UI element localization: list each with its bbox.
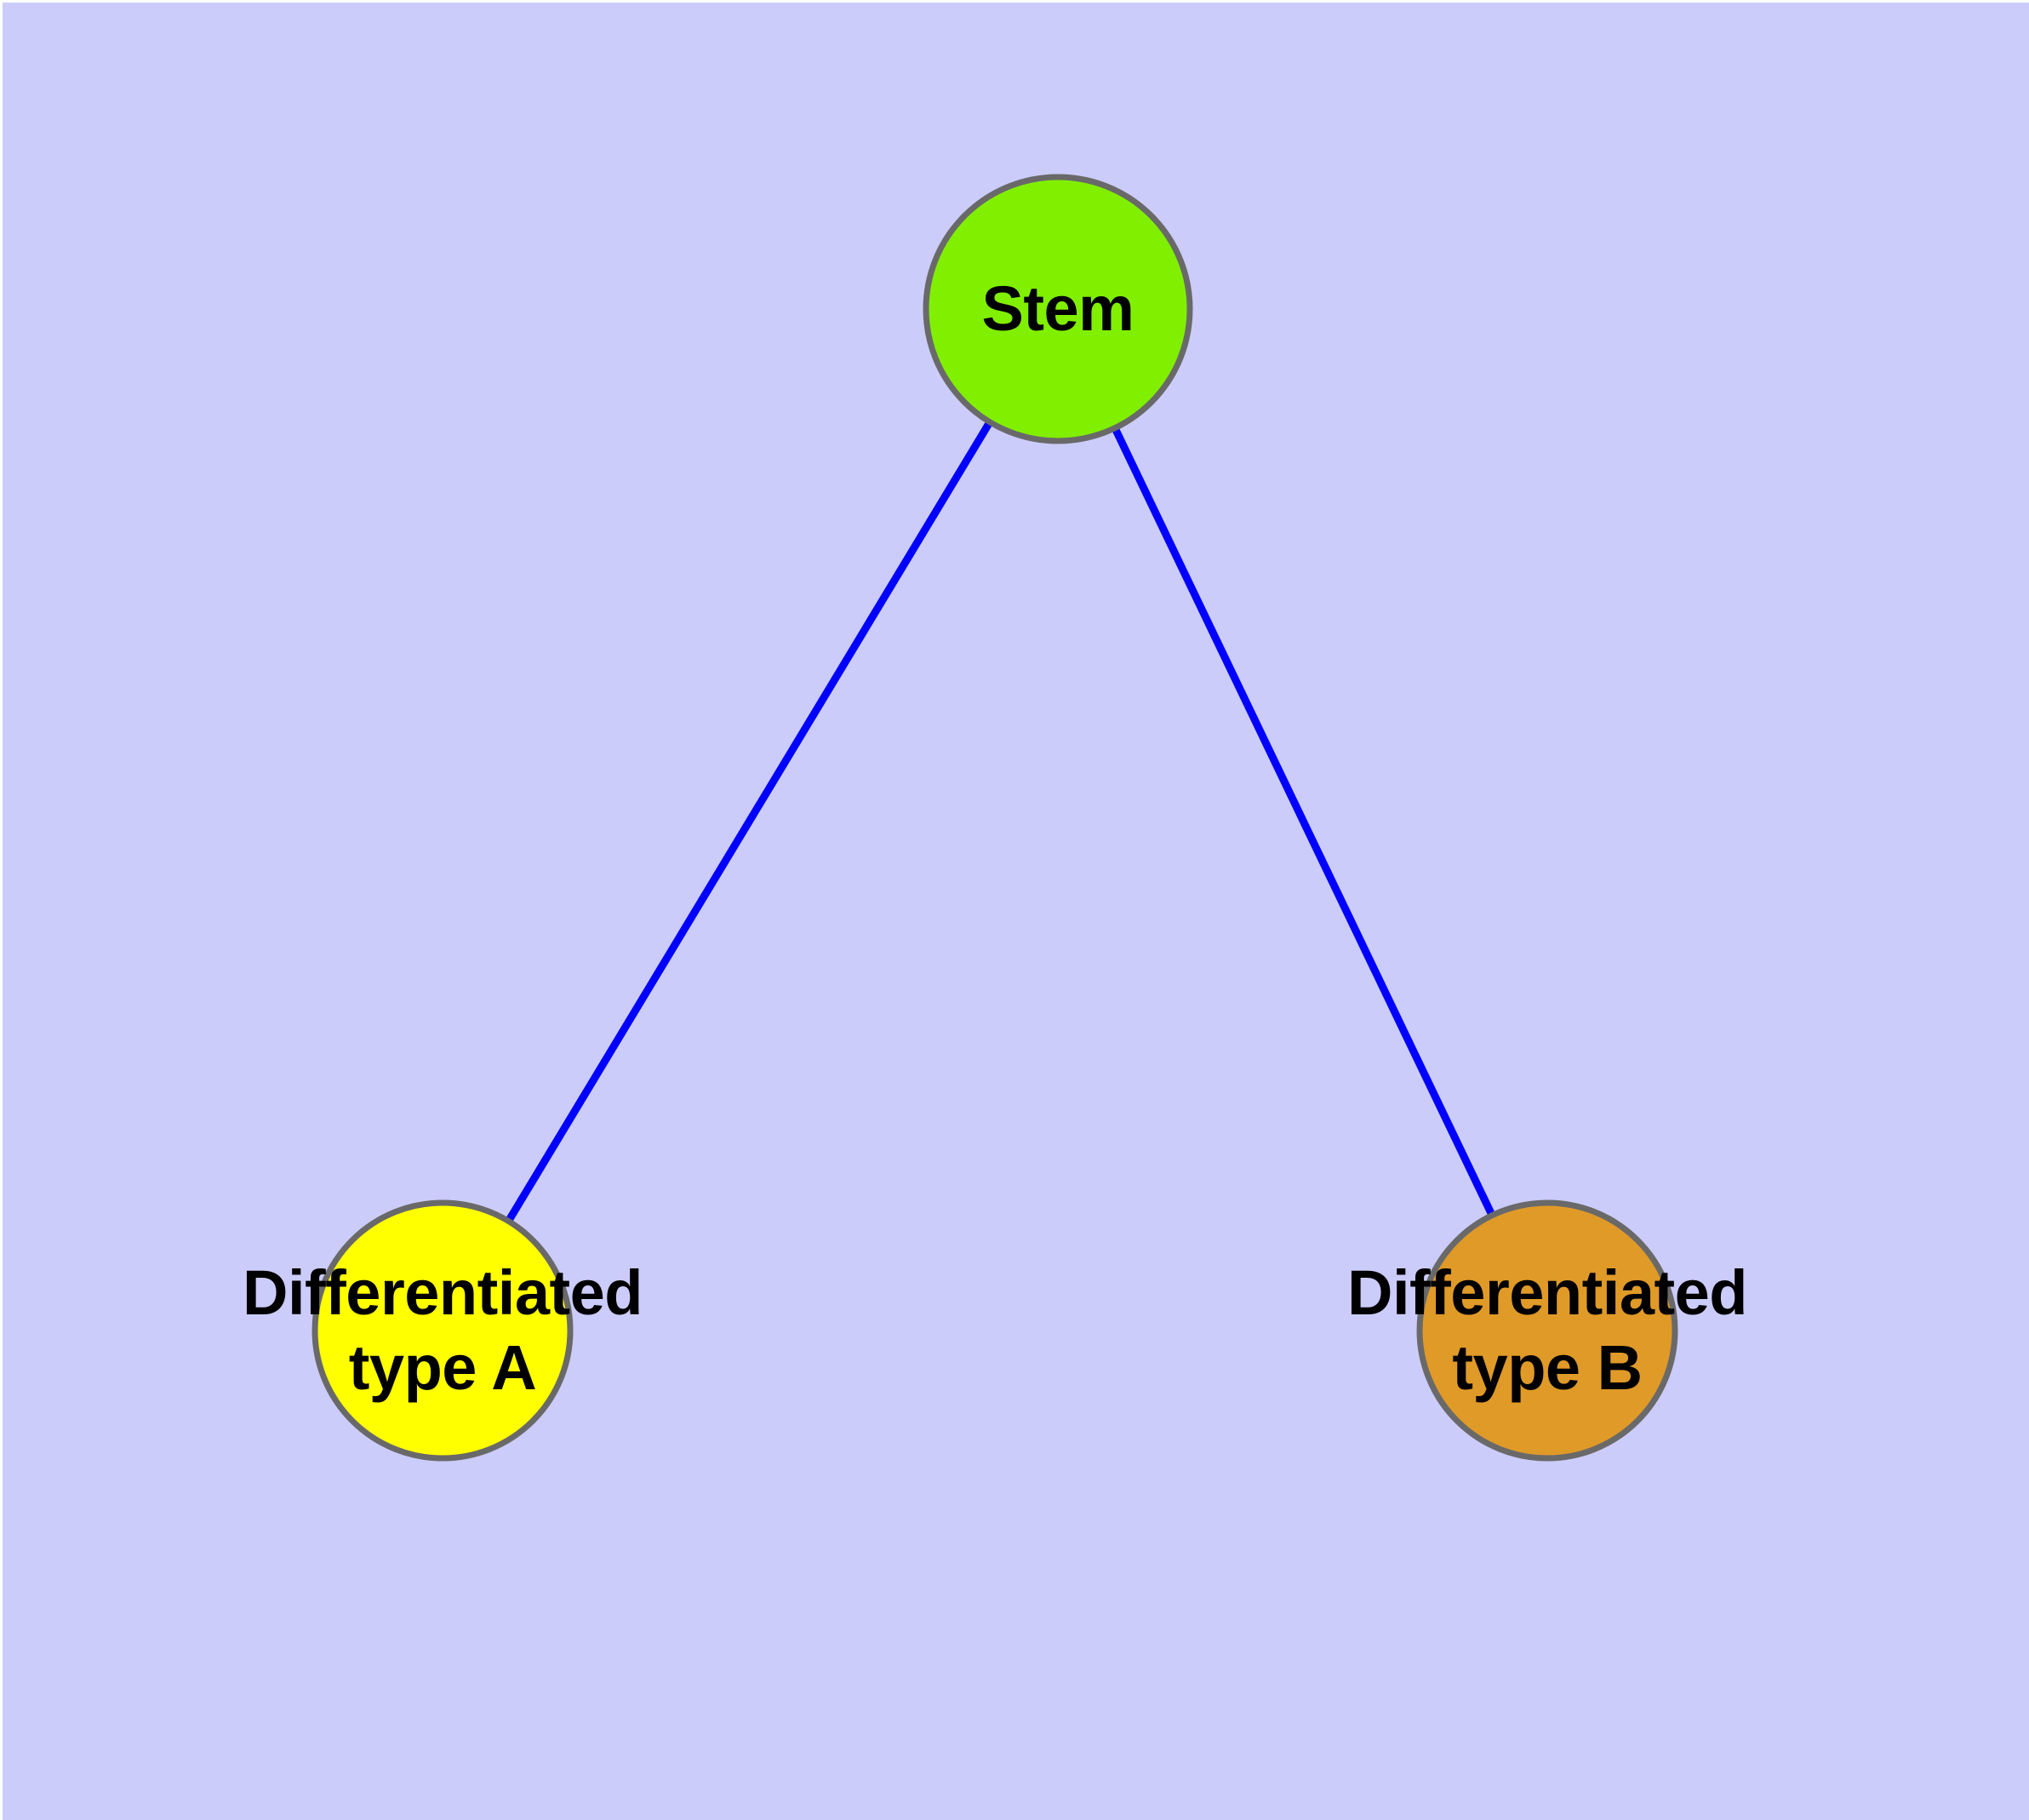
edge-stem-diff_a[interactable] — [439, 306, 1061, 1333]
edge-layer — [439, 306, 1552, 1333]
node-diff_b[interactable] — [1416, 1199, 1678, 1462]
edge-stem-diff_b[interactable] — [1054, 307, 1552, 1332]
node-stem[interactable] — [923, 174, 1193, 444]
node-layer — [311, 174, 1678, 1462]
node-diff_a[interactable] — [311, 1199, 574, 1462]
